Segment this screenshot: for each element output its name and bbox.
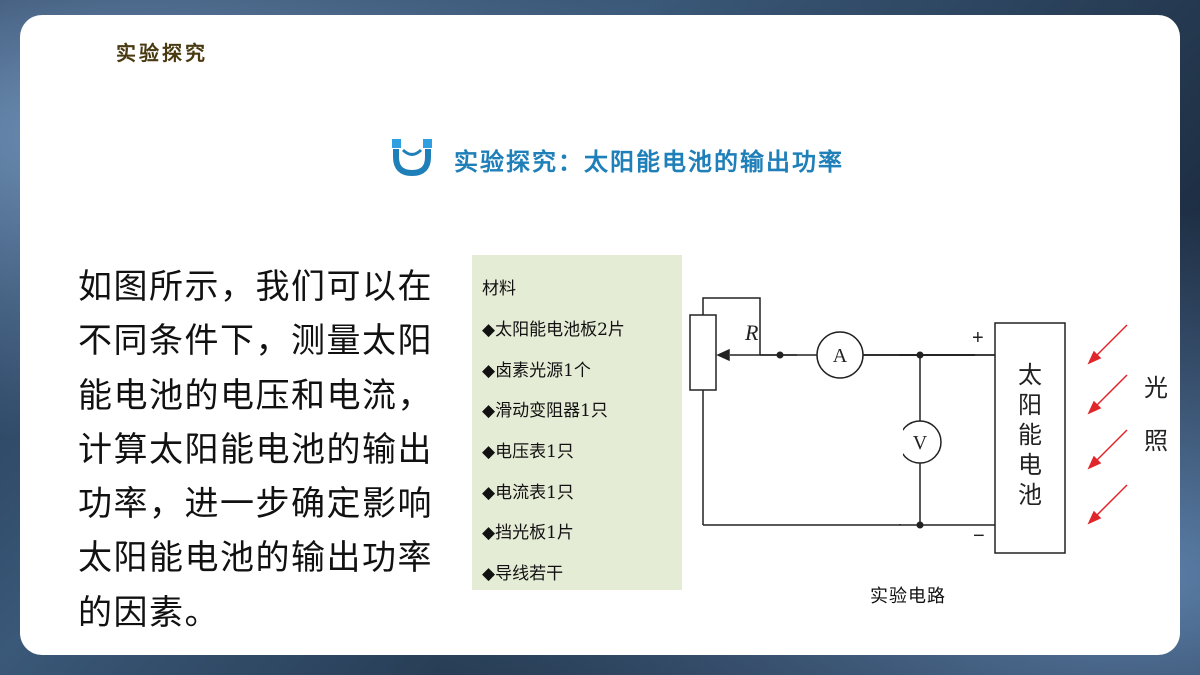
cell-label-char: 太 [1018, 361, 1042, 389]
junction-dot [916, 521, 924, 529]
resistor-label: R [744, 320, 759, 345]
materials-item: ◆电压表1只 [482, 442, 574, 463]
solar-cell-label: 太 阳 能 电 池 [1018, 361, 1042, 509]
materials-list: ◆太阳能电池板2片 ◆卤素光源1个 ◆滑动变阻器1只 ◆电压表1只 ◆电流表1只… [482, 315, 625, 600]
cell-label-char: 池 [1018, 481, 1042, 509]
junction-dot [776, 351, 784, 359]
light-arrow [1092, 374, 1128, 410]
circuit-diagram: R A V + − 太 阳 能 电 池 光 照 [689, 297, 1168, 554]
rheostat-body [689, 314, 717, 391]
junction-dot [916, 351, 924, 359]
slider-wire [702, 297, 761, 355]
materials-item: ◆导线若干 [482, 564, 564, 585]
solar-cell-box [994, 322, 1066, 554]
content-card: 实验探究 实验探究：太阳能电池的输出功率 如图所示，我们可以在不同条件下，测量太… [20, 15, 1180, 655]
cell-label-char: 能 [1018, 421, 1042, 449]
materials-item: ◆太阳能电池板2片 [482, 320, 625, 340]
section-label: 实验探究 [116, 41, 208, 65]
voltmeter-label: V [913, 432, 928, 454]
light-label-char: 照 [1144, 427, 1168, 455]
plus-label: + [972, 327, 984, 349]
circuit-caption: 实验电路 [870, 586, 946, 607]
materials-title: 材料 [482, 279, 516, 299]
cell-label-char: 阳 [1018, 391, 1042, 419]
minus-label: − [973, 525, 985, 547]
light-label-char: 光 [1144, 374, 1168, 402]
light-arrow [1092, 484, 1128, 520]
light-arrow [1092, 324, 1128, 360]
title-text: 实验探究：太阳能电池的输出功率 [454, 147, 844, 176]
materials-item: ◆挡光板1片 [482, 523, 574, 544]
materials-item: ◆卤素光源1个 [482, 360, 591, 381]
ammeter-label: A [833, 345, 848, 367]
intro-paragraph: 如图所示，我们可以在不同条件下，测量太阳能电池的电压和电流，计算太阳能电池的输出… [78, 267, 433, 633]
light-arrow [1092, 429, 1128, 465]
slider-arrow [716, 348, 730, 362]
cell-label-char: 电 [1018, 451, 1042, 479]
materials-panel: 材料 ◆太阳能电池板2片 ◆卤素光源1个 ◆滑动变阻器1只 ◆电压表1只 ◆电流… [472, 255, 682, 590]
materials-item: ◆电流表1只 [482, 482, 574, 503]
light-label: 光 照 [1144, 374, 1168, 455]
magnet-icon [392, 139, 432, 177]
materials-item: ◆滑动变阻器1只 [482, 401, 608, 422]
light-arrows [1087, 324, 1128, 525]
